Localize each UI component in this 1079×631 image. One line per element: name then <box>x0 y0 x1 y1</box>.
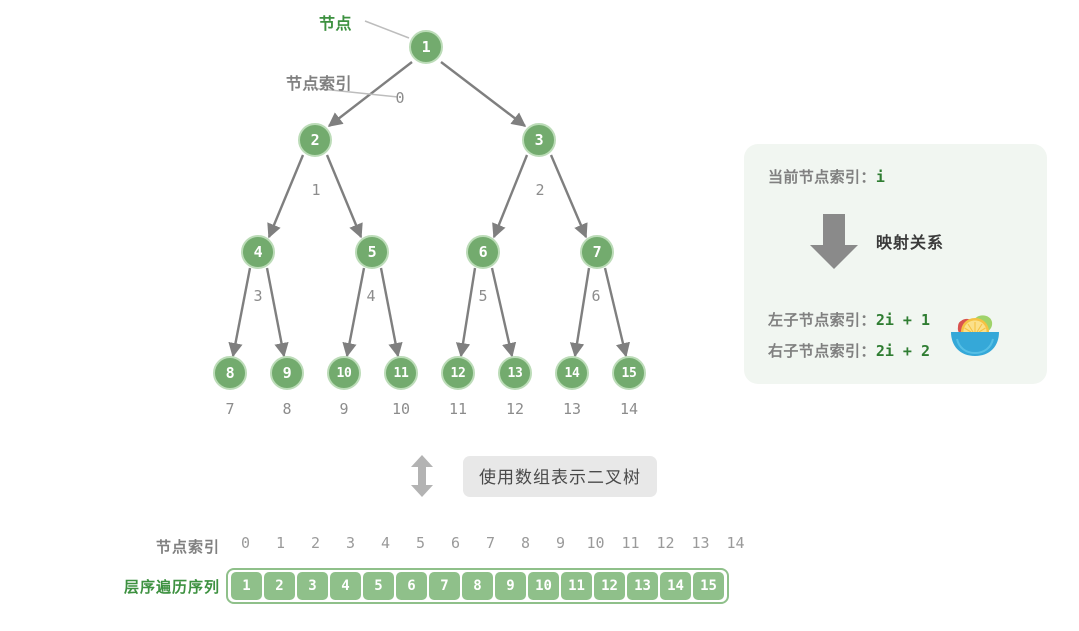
array-index-cell: 5 <box>415 534 426 552</box>
node-index-label: 2 <box>535 181 545 199</box>
tree-node[interactable]: 8 <box>213 356 247 390</box>
array-cell[interactable]: 10 <box>528 572 559 600</box>
array-cell[interactable]: 8 <box>462 572 493 600</box>
mapping-legend-panel: 当前节点索引：i 映射关系 左子节点索引：2i + 1 右子节点索引：2i + … <box>744 144 1047 384</box>
legend-current-index-label: 当前节点索引： <box>768 169 876 186</box>
array-representation-label: 使用数组表示二叉树 <box>463 456 657 497</box>
node-index-label: 3 <box>253 287 263 305</box>
tree-node[interactable]: 13 <box>498 356 532 390</box>
tree-node[interactable]: 4 <box>241 235 275 269</box>
tree-node[interactable]: 7 <box>580 235 614 269</box>
array-index-row-label: 节点索引 <box>155 539 220 556</box>
tree-node[interactable]: 2 <box>298 123 332 157</box>
array-cell[interactable]: 13 <box>627 572 658 600</box>
annotation-node-index: 节点索引 <box>285 76 352 93</box>
array-index-cell: 13 <box>691 534 710 552</box>
legend-current-index-row: 当前节点索引：i <box>768 166 885 187</box>
array-cell[interactable]: 1 <box>231 572 262 600</box>
array-index-cell: 12 <box>656 534 675 552</box>
legend-current-index-value: i <box>875 168 885 186</box>
down-arrow-icon <box>810 214 858 269</box>
tree-node[interactable]: 6 <box>466 235 500 269</box>
annotation-node: 节点 <box>318 16 352 33</box>
array-cell[interactable]: 14 <box>660 572 691 600</box>
legend-right-child-value: 2i + 2 <box>875 342 930 360</box>
tree-node[interactable]: 9 <box>270 356 304 390</box>
node-index-label: 6 <box>591 287 601 305</box>
array-cell[interactable]: 12 <box>594 572 625 600</box>
array-index-cell: 4 <box>380 534 391 552</box>
legend-mapping-label: 映射关系 <box>876 235 945 252</box>
array-cell[interactable]: 2 <box>264 572 295 600</box>
array-cell[interactable]: 3 <box>297 572 328 600</box>
node-index-label: 10 <box>391 400 411 418</box>
legend-right-child-label: 右子节点索引： <box>768 343 876 360</box>
array-index-cell: 10 <box>586 534 605 552</box>
array-index-cell: 9 <box>555 534 566 552</box>
level-order-array: 1 2 3 4 5 6 7 8 9 10 11 12 13 14 15 <box>226 568 729 604</box>
tree-node[interactable]: 1 <box>409 30 443 64</box>
array-cell[interactable]: 4 <box>330 572 361 600</box>
tree-node[interactable]: 14 <box>555 356 589 390</box>
tree-node[interactable]: 11 <box>384 356 418 390</box>
double-vertical-arrow-icon <box>411 455 433 497</box>
array-index-cell: 7 <box>485 534 496 552</box>
array-index-cell: 2 <box>310 534 321 552</box>
array-cell[interactable]: 5 <box>363 572 394 600</box>
salad-bowl-emoji <box>951 315 999 356</box>
array-cell[interactable]: 15 <box>693 572 724 600</box>
array-index-cell: 3 <box>345 534 356 552</box>
array-index-row: 0 1 2 3 4 5 6 7 8 9 10 11 12 13 14 <box>228 534 753 552</box>
node-index-label: 4 <box>366 287 376 305</box>
array-cell[interactable]: 11 <box>561 572 592 600</box>
array-index-cell: 1 <box>275 534 286 552</box>
array-index-cell: 11 <box>621 534 640 552</box>
array-index-cell: 0 <box>240 534 251 552</box>
tree-node[interactable]: 3 <box>522 123 556 157</box>
legend-left-child-row: 左子节点索引：2i + 1 <box>768 309 930 330</box>
legend-left-child-value: 2i + 1 <box>875 311 930 329</box>
legend-left-child-label: 左子节点索引： <box>768 312 876 329</box>
node-index-label: 1 <box>311 181 321 199</box>
level-order-row-label: 层序遍历序列 <box>123 579 220 596</box>
array-cell[interactable]: 7 <box>429 572 460 600</box>
node-index-label: 12 <box>505 400 525 418</box>
node-index-label: 14 <box>619 400 639 418</box>
tree-node[interactable]: 5 <box>355 235 389 269</box>
legend-right-child-row: 右子节点索引：2i + 2 <box>768 340 930 361</box>
array-cell[interactable]: 9 <box>495 572 526 600</box>
node-index-label: 8 <box>282 400 292 418</box>
node-index-label: 0 <box>395 89 405 107</box>
array-index-cell: 14 <box>726 534 745 552</box>
node-index-label: 13 <box>562 400 582 418</box>
node-index-label: 11 <box>448 400 468 418</box>
node-index-label: 5 <box>478 287 488 305</box>
node-index-label: 9 <box>339 400 349 418</box>
tree-node[interactable]: 12 <box>441 356 475 390</box>
tree-node[interactable]: 10 <box>327 356 361 390</box>
array-index-cell: 8 <box>520 534 531 552</box>
array-cell[interactable]: 6 <box>396 572 427 600</box>
array-index-cell: 6 <box>450 534 461 552</box>
node-index-label: 7 <box>225 400 235 418</box>
tree-node[interactable]: 15 <box>612 356 646 390</box>
